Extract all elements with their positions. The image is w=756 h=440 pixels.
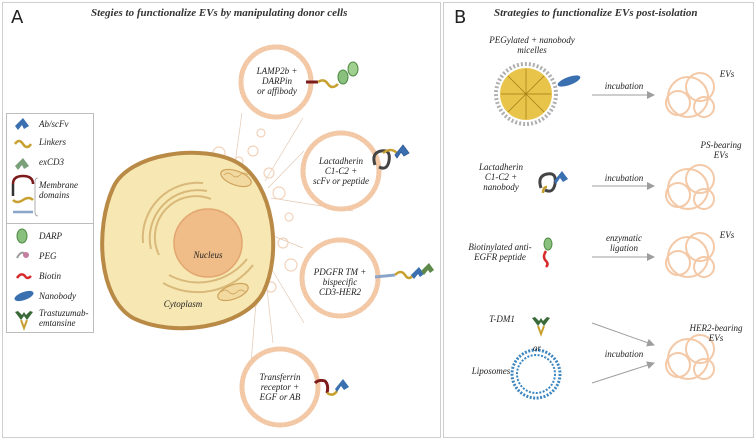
panel-a-drawing	[100, 44, 434, 428]
lactadherin-nanobody	[538, 171, 568, 194]
row1-right-label: EVs	[719, 69, 735, 79]
legend-biotin-label: Biotin	[39, 271, 61, 281]
legend-antibody-label: Ab/scFv	[39, 119, 69, 129]
zoom-guides	[232, 112, 354, 364]
ev-lamp2b-label: LAMP2b + DARPin or affibody	[256, 66, 298, 96]
ev-lamp2b	[238, 44, 359, 120]
panel-a-title: Stegies to functionalize EVs by manipula…	[91, 7, 348, 19]
row2-arrow-label: incubation	[604, 173, 644, 183]
row4-tdm1-label: T-DM1	[489, 314, 515, 324]
darp-icon	[16, 228, 28, 244]
legend-top: Ab/scFv Linkers exCD3 Membrane domains	[6, 113, 94, 225]
row1-left-label: PEGylated + nanobody micelles	[489, 35, 575, 55]
biotinylated-peptide	[542, 237, 553, 268]
cytoplasm-label: Cytoplasm	[163, 299, 203, 309]
arrow-row4-bottom	[591, 361, 655, 384]
row4-liposomes-label: Liposomes	[471, 366, 511, 376]
donor-cell	[100, 150, 276, 331]
legend-bottom-icons	[14, 228, 34, 331]
ev-cluster-2	[665, 164, 715, 210]
peg-icon	[16, 251, 29, 259]
ev-cluster-1	[665, 72, 715, 118]
ev-cluster-4	[665, 334, 715, 380]
legend-peg-label: PEG	[39, 251, 57, 261]
ev-transferrin-label: Transferrin receptor + EGF or AB	[259, 372, 301, 402]
legend-nanobody-label: Nanobody	[39, 291, 76, 301]
panel-a: A Stegies to functionalize EVs by manipu…	[2, 2, 441, 438]
legend-tdm1-label: Trastuzumab- emtansine	[39, 308, 89, 328]
liposome	[510, 348, 562, 400]
ev-pdgfr-label: PDGFR TM + bispecific CD3-HER2	[313, 267, 367, 297]
row2-right-label: PS-bearing EVs	[700, 140, 742, 160]
row2-left-label: Lactadherin C1-C2 + nanobody	[479, 162, 523, 192]
row4-or-label: or	[532, 343, 541, 353]
legend-bottom: DARP PEG Biotin Nanobody Trastuzumab- em…	[6, 223, 94, 333]
ev-cluster-3	[665, 232, 715, 278]
row3-right-label: EVs	[719, 230, 735, 240]
row3-left-label: Biotinylated anti- EGFR peptide	[468, 242, 532, 262]
biotin-icon	[15, 273, 32, 280]
excd3-icon	[15, 158, 29, 170]
legend-excd3-label: exCD3	[39, 157, 64, 167]
legend-membrane-label: Membrane domains	[39, 180, 78, 200]
row4-right-label: HER2-bearing EVs	[689, 323, 743, 343]
panel-b: B Strategies to functionalize EVs post-i…	[443, 2, 754, 438]
tdm1-molecule	[532, 317, 550, 337]
nucleus	[173, 208, 243, 278]
panel-b-title: Strategies to functionalize EVs post-iso…	[494, 7, 698, 19]
legend-linker-label: Linkers	[39, 137, 66, 147]
nanobody-icon	[14, 290, 34, 302]
legend-darp-label: DARP	[39, 231, 62, 241]
row3-arrow-label: enzymatic ligation	[606, 233, 642, 253]
panel-b-letter: B	[454, 7, 467, 28]
antibody-icon	[15, 118, 29, 130]
ev-transferrin	[239, 346, 349, 428]
linker-icon	[13, 139, 33, 149]
ev-pdgfr	[299, 237, 434, 319]
row4-arrow-label: incubation	[604, 349, 644, 359]
ev-lactadherin-label: Lactadherin C1-C2 + scFv or peptide	[313, 156, 369, 186]
nucleus-label: Nucleus	[193, 250, 223, 260]
peg-micelle	[494, 62, 581, 126]
mitochondrion	[217, 282, 249, 302]
panel-b-drawing	[494, 62, 715, 400]
legend-top-icons	[11, 118, 39, 217]
mitochondrion	[220, 168, 252, 188]
ev-lactadherin	[300, 130, 410, 212]
row1-arrow-label: incubation	[604, 81, 644, 91]
panel-a-letter: A	[11, 7, 24, 28]
tdm1-icon	[15, 311, 33, 331]
membrane-domain-icon	[11, 174, 35, 214]
arrow-row4-top	[591, 322, 655, 347]
